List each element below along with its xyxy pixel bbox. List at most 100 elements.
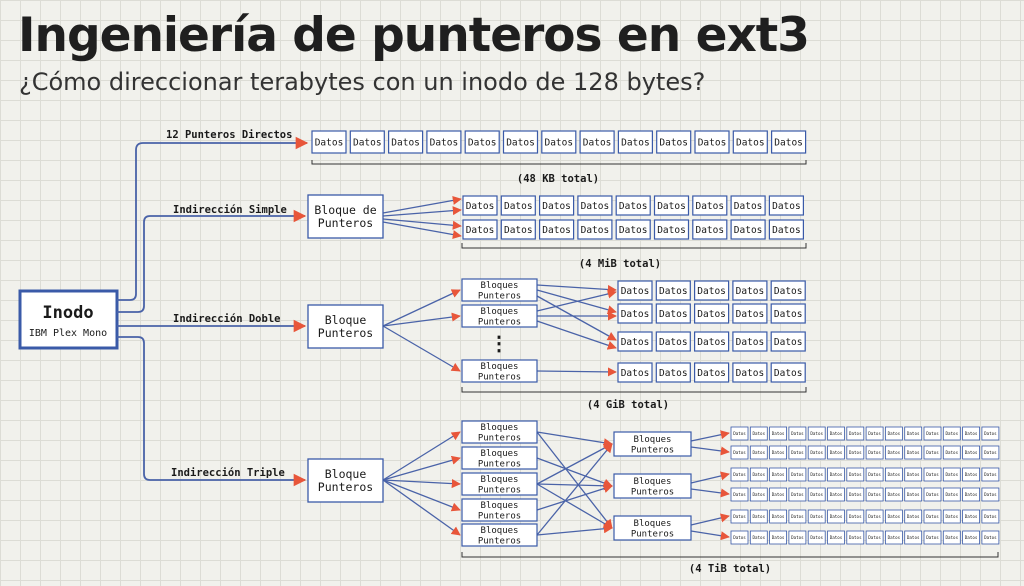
- data-block-triple: Datos: [807, 530, 826, 545]
- data-block-triple: Datos: [846, 467, 865, 482]
- data-block-single: Datos: [462, 195, 498, 216]
- arrow-triple-l2: [536, 483, 613, 529]
- bracket-double: [461, 387, 807, 393]
- data-block-triple: Datos: [788, 445, 807, 460]
- data-block-triple: Datos: [923, 530, 942, 545]
- data-block-triple: Datos: [942, 426, 961, 441]
- svg-text:Datos: Datos: [984, 431, 997, 436]
- svg-text:Datos: Datos: [965, 535, 978, 540]
- data-block-triple: Datos: [807, 509, 826, 524]
- data-block-direct: Datos: [541, 130, 577, 154]
- connector-direct: [117, 136, 309, 301]
- data-block-double: Datos: [732, 280, 768, 301]
- arrow-triple-l1: [382, 479, 461, 536]
- data-block-triple: Datos: [865, 426, 884, 441]
- svg-text:Datos: Datos: [430, 137, 459, 148]
- data-block-triple: Datos: [788, 530, 807, 545]
- data-block-triple: Datos: [981, 467, 1000, 482]
- data-block-single: Datos: [577, 219, 613, 240]
- data-block-triple: Datos: [865, 530, 884, 545]
- label-single: Indirección Simple: [173, 204, 287, 216]
- arrow-triple-l2: [536, 443, 613, 536]
- svg-text:Datos: Datos: [945, 492, 958, 497]
- svg-text:Datos: Datos: [772, 514, 785, 519]
- data-block-triple: Datos: [807, 467, 826, 482]
- svg-text:Datos: Datos: [830, 535, 843, 540]
- data-block-triple: Datos: [962, 487, 980, 502]
- svg-text:Datos: Datos: [752, 472, 765, 477]
- data-block-triple: Datos: [923, 509, 942, 524]
- svg-text:Datos: Datos: [619, 201, 648, 212]
- svg-text:Datos: Datos: [695, 225, 724, 236]
- svg-text:Datos: Datos: [965, 472, 978, 477]
- arrow-triple-l3: [690, 530, 730, 541]
- svg-text:Datos: Datos: [907, 514, 920, 519]
- svg-text:Datos: Datos: [506, 137, 535, 148]
- svg-text:Bloques: Bloques: [481, 449, 519, 459]
- data-block-triple: Datos: [904, 426, 923, 441]
- svg-text:Datos: Datos: [736, 286, 765, 297]
- arrow-triple-l2: [536, 524, 613, 536]
- svg-text:Datos: Datos: [945, 514, 958, 519]
- data-block-double: Datos: [770, 280, 806, 301]
- svg-text:Datos: Datos: [849, 535, 862, 540]
- svg-text:Datos: Datos: [583, 137, 612, 148]
- data-block-triple: Datos: [749, 426, 768, 441]
- svg-text:Datos: Datos: [752, 431, 765, 436]
- svg-text:Punteros: Punteros: [478, 459, 521, 469]
- data-block-double: Datos: [693, 280, 730, 301]
- data-block-triple: Datos: [904, 445, 923, 460]
- data-block-triple: Datos: [942, 530, 961, 545]
- connector-single: [117, 209, 307, 313]
- svg-text:Datos: Datos: [659, 137, 688, 148]
- data-block-triple: Datos: [981, 509, 1000, 524]
- svg-text:Punteros: Punteros: [318, 216, 373, 230]
- data-block-double: Datos: [770, 362, 806, 383]
- data-block-triple: Datos: [769, 445, 787, 460]
- arrow-triple-l2: [536, 481, 613, 491]
- data-block-triple: Datos: [827, 530, 845, 545]
- svg-text:Datos: Datos: [926, 535, 939, 540]
- data-block-triple: Datos: [962, 530, 980, 545]
- svg-text:Datos: Datos: [791, 492, 804, 497]
- svg-text:Datos: Datos: [772, 492, 785, 497]
- data-block-triple: Datos: [769, 426, 787, 441]
- svg-text:Datos: Datos: [697, 309, 726, 320]
- label-triple: Indirección Triple: [171, 467, 285, 479]
- arrow-double-l1: [382, 289, 461, 327]
- data-block-direct: Datos: [656, 130, 692, 154]
- data-block-triple: Datos: [904, 487, 923, 502]
- svg-text:Datos: Datos: [965, 450, 978, 455]
- svg-text:Datos: Datos: [772, 431, 785, 436]
- data-block-single: Datos: [653, 195, 690, 216]
- svg-text:Bloques: Bloques: [481, 423, 519, 433]
- svg-text:Punteros: Punteros: [631, 445, 674, 455]
- data-block-triple: Datos: [749, 487, 768, 502]
- svg-text:Datos: Datos: [621, 368, 650, 379]
- svg-text:Datos: Datos: [868, 535, 881, 540]
- data-block-triple: Datos: [923, 487, 942, 502]
- svg-text:Datos: Datos: [849, 492, 862, 497]
- svg-text:Bloque: Bloque: [325, 467, 367, 481]
- data-block-triple: Datos: [962, 509, 980, 524]
- svg-text:Datos: Datos: [984, 450, 997, 455]
- data-block-single: Datos: [653, 219, 690, 240]
- svg-text:Datos: Datos: [752, 450, 765, 455]
- svg-text:Datos: Datos: [736, 337, 765, 348]
- data-block-triple: Datos: [846, 445, 865, 460]
- svg-text:Datos: Datos: [791, 535, 804, 540]
- svg-text:Bloques: Bloques: [481, 362, 519, 372]
- svg-text:Datos: Datos: [657, 201, 686, 212]
- data-block-triple: Datos: [962, 467, 980, 482]
- data-block-double: Datos: [770, 303, 806, 324]
- svg-text:Datos: Datos: [736, 309, 765, 320]
- svg-text:Datos: Datos: [772, 472, 785, 477]
- inode-label: Inodo: [42, 303, 93, 323]
- svg-text:Datos: Datos: [810, 431, 823, 436]
- svg-text:Datos: Datos: [391, 137, 420, 148]
- svg-text:Datos: Datos: [353, 137, 382, 148]
